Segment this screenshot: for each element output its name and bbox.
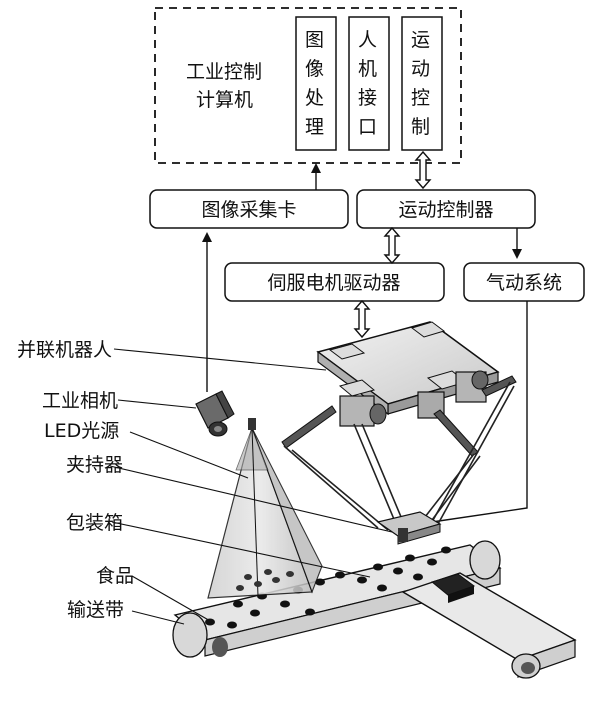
module-image-char-3: 处 (305, 87, 324, 109)
label-robot: 并联机器人 (17, 339, 112, 361)
food-items (205, 546, 451, 629)
module-hmi-char-1: 人 (358, 29, 377, 51)
box-capture-card: 图像采集卡 (149, 189, 349, 229)
computer-title-line1: 工业控制 (186, 61, 262, 83)
left-labels: 并联机器人 工业相机 LED光源 夹持器 包装箱 食品 输送带 (17, 339, 134, 621)
module-image-char-4: 理 (305, 116, 324, 138)
module-motion-control: 运 动 控 制 (401, 16, 443, 151)
computer-title-line2: 计算机 (196, 89, 253, 111)
pneumatic-label: 气动系统 (486, 272, 562, 294)
module-hmi-char-4: 口 (358, 116, 377, 138)
label-camera: 工业相机 (42, 390, 118, 412)
module-image-char-1: 图 (305, 29, 324, 51)
bidirectional-arrow-controller-servo (383, 226, 401, 265)
connections (202, 163, 528, 523)
box-motion-controller: 运动控制器 (356, 189, 536, 229)
module-motion-char-1: 运 (411, 29, 430, 51)
conveyor-secondary (401, 572, 577, 679)
bidirectional-arrow-computer-controller (414, 150, 432, 190)
module-hmi-char-3: 接 (358, 87, 377, 109)
industrial-camera (195, 390, 235, 437)
leader-lines (109, 348, 393, 625)
module-motion-char-4: 制 (411, 116, 430, 138)
label-gripper: 夹持器 (66, 454, 123, 476)
parallel-robot (281, 321, 517, 545)
box-servo-driver: 伺服电机驱动器 (224, 262, 445, 302)
led-light-cone (207, 418, 323, 599)
motion-controller-label: 运动控制器 (398, 199, 493, 221)
module-motion-char-3: 控 (411, 87, 430, 109)
module-image-processing: 图 像 处 理 (295, 16, 337, 151)
industrial-computer: 工业控制 计算机 图 像 处 理 人 机 接 口 运 动 控 制 (154, 7, 462, 164)
servo-driver-label: 伺服电机驱动器 (267, 272, 400, 294)
label-led: LED光源 (44, 420, 119, 442)
capture-card-label: 图像采集卡 (201, 199, 296, 221)
module-motion-char-2: 动 (411, 58, 430, 80)
module-image-char-2: 像 (305, 58, 324, 80)
module-hmi: 人 机 接 口 (348, 16, 390, 151)
bidirectional-arrow-servo-robot (353, 299, 371, 339)
box-pneumatic: 气动系统 (463, 262, 585, 302)
label-conveyor: 输送带 (67, 599, 124, 621)
label-food: 食品 (96, 565, 134, 587)
label-package-box: 包装箱 (66, 512, 123, 534)
module-hmi-char-2: 机 (358, 58, 377, 80)
